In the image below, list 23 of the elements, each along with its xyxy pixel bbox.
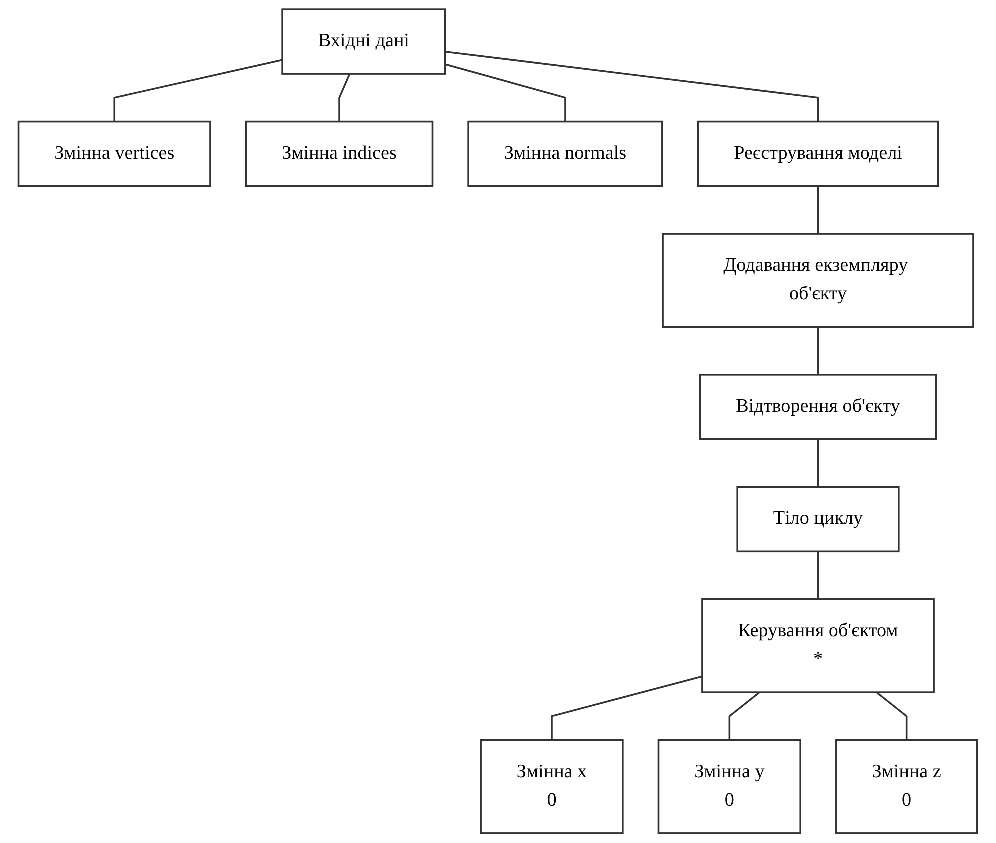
node-box: Змінна y 0 <box>658 739 802 834</box>
connector <box>817 327 820 375</box>
node-box: Змінна normals <box>468 120 664 188</box>
node-box: Змінна vertices <box>18 120 212 188</box>
node-box: Тіло циклу <box>736 486 900 553</box>
node-box: Реєстрування моделі <box>697 120 940 188</box>
connector <box>817 186 820 234</box>
connector <box>445 50 820 122</box>
connector <box>338 74 351 122</box>
connector <box>445 64 566 122</box>
connector <box>551 676 703 740</box>
node-box: Відтворення об'єкту <box>699 374 938 440</box>
node-box: Змінна indices <box>245 120 434 188</box>
connector <box>876 692 908 740</box>
connector <box>817 552 820 600</box>
node-box: Додавання екземпляру об'єкту <box>662 233 974 328</box>
connector <box>114 59 283 122</box>
connector <box>817 439 820 488</box>
node-box: Змінна x 0 <box>480 739 624 834</box>
node-box: Вхідні дані <box>282 8 446 75</box>
node-box: Керування об'єктом * <box>702 598 935 694</box>
node-box: Змінна z 0 <box>836 739 978 834</box>
connector <box>728 692 760 740</box>
